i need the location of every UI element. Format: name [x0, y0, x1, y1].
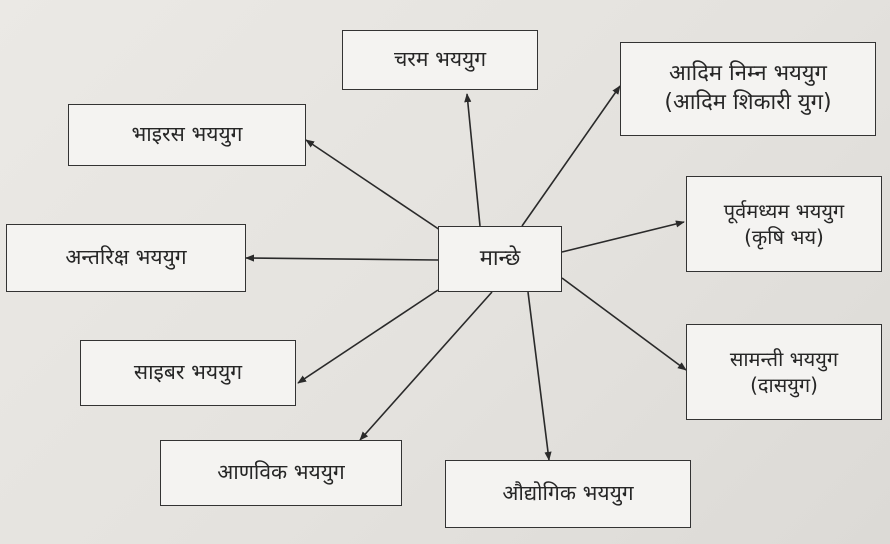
node-label: सामन्ती भययुग: [729, 347, 839, 371]
node-adim: आदिम निम्न भययुग (आदिम शिकारी युग): [620, 42, 876, 136]
node-label: साइबर भययुग: [133, 360, 243, 385]
node-sublabel: (कृषि भय): [744, 225, 824, 249]
arrow-to-aanavik: [359, 291, 493, 441]
arrow-to-purvamadhyam: [561, 220, 685, 253]
center-node: मान्छे: [438, 226, 562, 292]
arrow-to-cyber: [297, 289, 439, 384]
arrow-to-adim: [521, 85, 621, 227]
node-antariksh: अन्तरिक्ष भययुग: [6, 224, 246, 292]
arrow-to-virus: [305, 139, 441, 231]
node-label: औद्योगिक भययुग: [502, 481, 634, 506]
node-samanti: सामन्ती भययुग (दासयुग): [686, 324, 882, 420]
arrow-to-audyogik: [527, 291, 552, 461]
node-label: अन्तरिक्ष भययुग: [65, 245, 187, 270]
node-virus: भाइरस भययुग: [68, 104, 306, 166]
arrow-to-antariksh: [245, 254, 439, 262]
node-label: चरम भययुग: [393, 47, 487, 72]
node-sublabel: (दासयुग): [750, 373, 818, 397]
node-label: आदिम निम्न भययुग: [669, 61, 827, 87]
node-label: आणविक भययुग: [217, 460, 345, 485]
node-purvamadhyam: पूर्वमध्यम भययुग (कृषि भय): [686, 176, 882, 272]
node-label: भाइरस भययुग: [131, 122, 243, 147]
node-audyogik: औद्योगिक भययुग: [445, 460, 691, 528]
node-charam: चरम भययुग: [342, 30, 538, 90]
arrow-to-samanti: [561, 277, 687, 371]
node-sublabel: (आदिम शिकारी युग): [664, 90, 832, 115]
node-label: पूर्वमध्यम भययुग: [723, 199, 845, 223]
arrow-to-charam: [464, 93, 481, 227]
node-aanavik: आणविक भययुग: [160, 440, 402, 506]
node-cyber: साइबर भययुग: [80, 340, 296, 406]
center-node-label: मान्छे: [479, 245, 521, 271]
